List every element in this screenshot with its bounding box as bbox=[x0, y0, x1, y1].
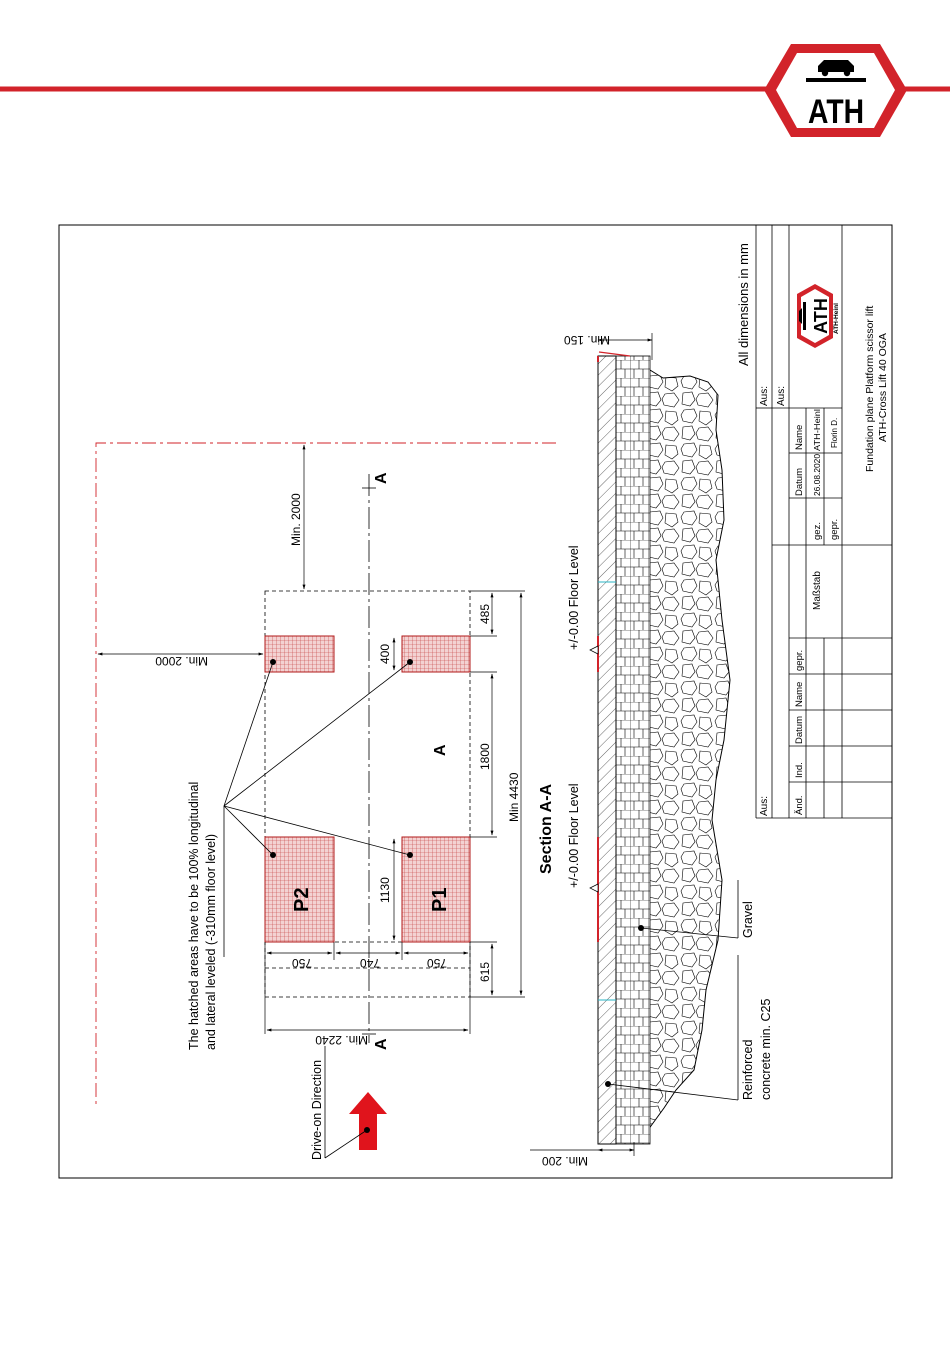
col-ind: Ind. bbox=[794, 762, 805, 778]
drawing-title-2: ATH-Cross Lift 40 OGA bbox=[877, 333, 889, 442]
gepr-name-value: Florin D. bbox=[830, 418, 839, 448]
drive-on-arrow-icon bbox=[349, 1092, 387, 1150]
leveling-note-line2: and lateral leveled (-310mm floor level) bbox=[204, 834, 218, 1050]
floor-level-label-1: +/-0.00 Floor Level bbox=[567, 545, 581, 650]
col-name: Name bbox=[794, 682, 805, 707]
dim-1130: 1130 bbox=[378, 877, 392, 903]
dim-615: 615 bbox=[478, 962, 492, 982]
concrete-label-line2: concrete min. C25 bbox=[759, 999, 773, 1100]
drawing-title-1: Fundation plane Platform scissor lift bbox=[864, 306, 876, 472]
dim-400: 400 bbox=[378, 644, 392, 664]
hdr-name: Name bbox=[794, 425, 805, 450]
note-leaders bbox=[223, 659, 413, 957]
logo-small-caption: ATH-Heinl bbox=[833, 303, 840, 334]
aus-label-2: Aus: bbox=[776, 386, 787, 406]
platform-p2-label: P2 bbox=[291, 888, 313, 912]
date-value: 26.08.2020 bbox=[813, 453, 822, 496]
platform-p1-label: P1 bbox=[429, 888, 451, 912]
dim-485: 485 bbox=[478, 604, 492, 624]
section-marker-top: A bbox=[373, 472, 390, 484]
section-title: Section A-A bbox=[538, 783, 555, 874]
car-lift-icon bbox=[806, 60, 866, 82]
name-value: ATH-Heinl bbox=[813, 409, 822, 451]
gravel-label: Gravel bbox=[741, 901, 755, 938]
drawing-frame bbox=[58, 224, 893, 1179]
title-block: All dimensions in mm Aus: Aus: Aus: Änd.… bbox=[736, 225, 892, 819]
dim-740: 740 bbox=[360, 956, 380, 970]
clearance-line bbox=[95, 442, 556, 1108]
hatched-area-p2 bbox=[264, 836, 335, 943]
hatched-area-p2-small bbox=[264, 635, 335, 673]
pit-outline bbox=[264, 590, 471, 998]
col-aend: Änd. bbox=[794, 795, 805, 815]
dim-750-left: 750 bbox=[292, 956, 312, 970]
hdr-datum: Datum bbox=[794, 468, 805, 496]
gepr-label: gepr. bbox=[829, 519, 840, 540]
dim-min-2000-left: Min. 2000 bbox=[155, 654, 208, 668]
plan-view: A A A P2 P1 The hatched areas have to be… bbox=[95, 442, 556, 1160]
gez-label: gez. bbox=[812, 522, 823, 540]
concrete-layer bbox=[615, 355, 651, 1145]
dim-min-200: Min. 200 bbox=[542, 1154, 588, 1168]
floor-slab bbox=[597, 355, 617, 1145]
hatched-area-p1 bbox=[401, 836, 471, 943]
hatched-area-p1-small bbox=[401, 635, 471, 673]
col-datum: Datum bbox=[794, 716, 805, 744]
leveling-note-line1: The hatched areas have to be 100% longit… bbox=[187, 782, 201, 1050]
area-marker: A bbox=[432, 744, 449, 756]
dim-min-4430: Min 4430 bbox=[507, 772, 521, 822]
aus-label-1: Aus: bbox=[759, 386, 770, 406]
dim-min-150: Min. 150 bbox=[564, 333, 610, 347]
logo-text: ATH bbox=[808, 93, 864, 131]
concrete-label-line1: Reinforced bbox=[741, 1040, 755, 1100]
section-view: +/-0.00 Floor Level +/-0.00 Floor Level … bbox=[530, 333, 773, 1168]
section-marker-bottom: A bbox=[373, 1038, 390, 1050]
scale-label: Maßstab bbox=[812, 571, 823, 610]
floor-level-label-2: +/-0.00 Floor Level bbox=[567, 783, 581, 888]
dim-min-2240: Min. 2240 bbox=[315, 1033, 368, 1047]
dim-min-2000-top: Min. 2000 bbox=[289, 493, 303, 546]
logo-small-text: ATH bbox=[811, 298, 831, 334]
drive-on-direction-label: Drive-on Direction bbox=[310, 1060, 324, 1160]
dim-1800: 1800 bbox=[478, 743, 492, 770]
dim-750-right: 750 bbox=[427, 956, 447, 970]
ath-logo: ATH bbox=[764, 44, 907, 137]
col-gepr: gepr. bbox=[794, 650, 805, 671]
ath-logo-small: ATH bbox=[797, 284, 833, 348]
aus-label-3: Aus: bbox=[759, 796, 770, 816]
units-note: All dimensions in mm bbox=[736, 243, 751, 366]
